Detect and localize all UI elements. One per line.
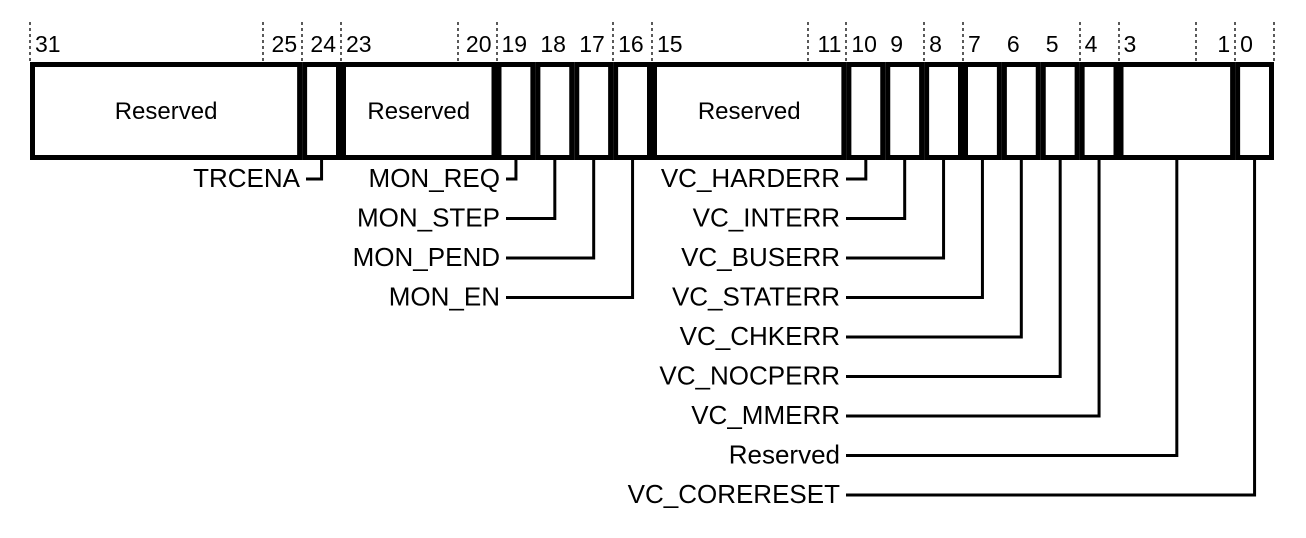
bit-field-mon-req-19 [496, 62, 536, 160]
leader-vc-staterr [846, 160, 984, 299]
leader-vc-interr [846, 160, 907, 220]
bit-number-3: 3 [1124, 31, 1137, 57]
bit-field-vc-chkerr-6 [1001, 62, 1041, 160]
callout-label-vc-staterr: VC_STATERR [672, 282, 840, 312]
bit-field-vc-nocperr-5 [1040, 62, 1080, 160]
bit-field-vc-staterr-7 [963, 62, 1002, 160]
leader-vc-harderr [846, 160, 868, 181]
callout-label-vc-chkerr: VC_CHKERR [680, 321, 840, 351]
bit-number-31: 31 [35, 31, 61, 57]
bit-field-mon-en-16 [613, 62, 652, 160]
callout-label-reserved: Reserved [729, 440, 840, 470]
bit-number-20: 20 [466, 31, 492, 57]
bit-number-6: 6 [1007, 31, 1020, 57]
leader-trcena [306, 160, 324, 181]
field-label-reserved: Reserved [115, 98, 218, 125]
in-box-field-labels: Reserved Reserved Reserved [115, 98, 801, 125]
bit-field-reserved-15 [652, 62, 847, 160]
bit-number-11: 11 [817, 31, 841, 57]
callout-label-vc-harderr: VC_HARDERR [661, 163, 840, 193]
bit-field-mon-step-18 [535, 62, 575, 160]
bit-field-vc-buserr-8 [924, 62, 963, 160]
bit-number-24: 24 [310, 31, 336, 57]
bit-number-16: 16 [618, 31, 644, 57]
bit-number-19: 19 [502, 31, 528, 57]
leader-reserved [846, 160, 1179, 457]
callout-label-mon-step: MON_STEP [357, 203, 500, 233]
leader-mon-pend [506, 160, 596, 260]
leader-mon-en [506, 160, 635, 299]
callout-label-texts: TRCENA MON_REQ MON_STEP MON_PEND MON_EN VC_HA… [193, 163, 840, 509]
field-label-reserved: Reserved [698, 98, 801, 125]
leader-vc-nocperr [846, 160, 1062, 378]
leader-mon-req [506, 160, 518, 181]
leader-vc-chkerr [846, 160, 1023, 339]
bit-number-0: 0 [1240, 31, 1253, 57]
bit-field-reserved-3 [1118, 62, 1236, 160]
leader-vc-corereset [846, 160, 1257, 497]
bit-number-1: 1 [1217, 31, 1230, 57]
bit-tick-guides [29, 22, 1275, 62]
callout-label-vc-buserr: VC_BUSERR [681, 242, 840, 272]
bit-field-reserved-23 [341, 62, 497, 160]
bit-field-boxes [30, 62, 1274, 160]
callout-label-mon-en: MON_EN [389, 282, 500, 312]
bit-number-8: 8 [929, 31, 942, 57]
callout-label-vc-interr: VC_INTERR [693, 203, 840, 233]
leader-vc-mmerr [846, 160, 1101, 418]
bit-field-vc-mmerr-4 [1079, 62, 1119, 160]
bit-number-15: 15 [657, 31, 683, 57]
bit-field-reserved-31 [30, 62, 303, 160]
bit-field-mon-pend-17 [574, 62, 614, 160]
bit-number-9: 9 [890, 31, 903, 57]
bit-number-4: 4 [1085, 31, 1098, 57]
callout-label-vc-nocperr: VC_NOCPERR [659, 361, 840, 391]
callout-label-mon-pend: MON_PEND [353, 242, 500, 272]
bit-number-25: 25 [272, 31, 298, 57]
bit-field-vc-harderr-10 [846, 62, 886, 160]
bit-field-vc-interr-9 [885, 62, 925, 160]
callout-leader-lines [306, 160, 1257, 497]
bit-field-vc-corereset-0 [1235, 62, 1274, 160]
leader-vc-buserr [846, 160, 946, 260]
callout-label-trcena: TRCENA [193, 163, 301, 193]
callout-label-mon-req: MON_REQ [369, 163, 500, 193]
leader-mon-step [506, 160, 557, 220]
bit-number-23: 23 [346, 31, 372, 57]
field-label-reserved: Reserved [367, 98, 470, 125]
bit-number-18: 18 [540, 31, 566, 57]
bit-field-trcena-24 [302, 62, 341, 160]
bit-number-17: 17 [579, 31, 605, 57]
bit-number-5: 5 [1046, 31, 1059, 57]
bit-number-7: 7 [968, 31, 981, 57]
callout-label-vc-corereset: VC_CORERESET [628, 479, 840, 509]
callout-label-vc-mmerr: VC_MMERR [691, 400, 840, 430]
bit-number-10: 10 [851, 31, 877, 57]
